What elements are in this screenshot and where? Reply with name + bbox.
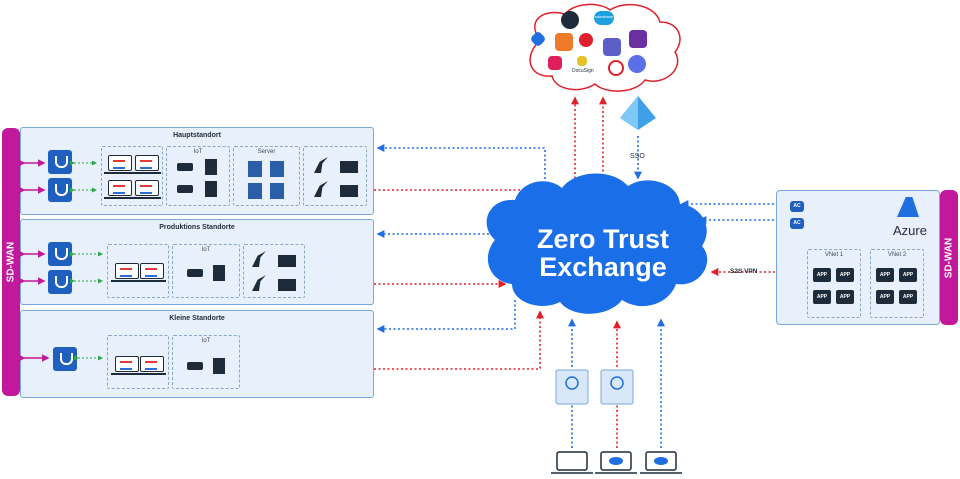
site-title-kleine: Kleine Standorte [169,315,225,322]
vnet1-label: VNet 1 [824,252,844,258]
sso-label: SSO [630,153,645,160]
robotics-group [303,146,367,206]
azure-logo-icon [897,197,919,217]
laptop-icon [111,263,141,282]
bug-icon [629,30,647,48]
laptop-icon [136,263,166,282]
printer-icon [213,265,225,281]
biohazard-icon [608,60,624,76]
iot-group: IoT [172,335,240,389]
server-icon [270,161,284,177]
browser-window-icon [555,369,589,405]
app-icon: APP [876,268,894,282]
blue-link-hq [376,144,546,188]
zero-trust-cloud [486,173,708,314]
salesforce-icon [594,11,614,25]
vnet2-label: VNet 2 [887,252,907,258]
azure-title: Azure [893,223,927,238]
laptop-icon [104,155,134,174]
docusign-icon [577,56,587,66]
server-icon [248,161,262,177]
edge-device-2 [48,178,72,202]
printer-icon [213,358,225,374]
docusign-label: DocuSign [572,68,594,74]
server-label: Server [257,149,276,155]
site-kleine: Kleine Standorte IoT [20,310,374,398]
malware-icon [579,33,593,47]
conveyor-icon [340,185,358,197]
cloud-title-line2: Exchange [539,252,667,282]
blue-link-small [376,300,516,333]
office-icon [555,33,573,51]
github-icon [561,11,579,29]
laptop-icon [104,180,134,199]
conveyor-icon [278,255,296,267]
s2s-vpn-label: S2S VPN [730,268,758,275]
slack-icon [548,56,562,70]
app-icon: APP [813,290,831,304]
robotics-group [243,244,305,298]
sdwan-bar-right: SD-WAN [940,190,958,325]
server-icon [248,183,262,199]
site-hauptstandort: Hauptstandort IoT Server [20,127,374,215]
laptop-icon [136,356,166,375]
camera-icon [177,163,193,171]
printer-icon [205,159,217,175]
app-connector-1: AC [790,201,804,212]
app-icon: APP [836,268,854,282]
users-group [101,146,163,206]
iot-label: IoT [201,247,211,253]
vnet1-group: VNet 1 APP APP APP APP [807,249,861,318]
edge-device-4 [48,270,72,294]
camera-icon [177,185,193,193]
iot-group: IoT [172,244,240,298]
copilot-icon [628,55,646,73]
salesforce-label: salesforce [595,14,614,19]
conveyor-icon [278,279,296,291]
users-group [107,335,169,389]
vnet2-group: VNet 2 APP APP APP APP [870,249,924,318]
laptop-icon [131,180,161,199]
edge-device-3 [48,242,72,266]
azure-box: Azure AC AC VNet 1 APP APP APP APP VNet … [776,190,940,325]
app-icon: APP [899,290,917,304]
edge-device-1 [48,150,72,174]
laptop-icon [111,356,141,375]
app-icon: APP [836,290,854,304]
laptop-icon [131,155,161,174]
teams-icon [603,38,621,56]
printer-icon [205,181,217,197]
iot-group: IoT [166,146,230,206]
site-produktion: Produktions Standorte IoT [20,219,374,305]
sdwan-bar-left: SD-WAN [2,128,20,396]
app-icon: APP [813,268,831,282]
server-group: Server [233,146,300,206]
iot-label: IoT [193,149,203,155]
browser-window-icon [600,369,634,405]
camera-icon [187,362,203,370]
server-icon [270,183,284,199]
site-title-hauptstandort: Hauptstandort [173,132,221,139]
app-icon: APP [876,290,894,304]
red-link-small [374,310,544,370]
site-title-produktion: Produktions Standorte [159,224,235,231]
edge-device-5 [53,347,77,371]
app-icon: APP [899,268,917,282]
conveyor-icon [340,161,358,173]
app-connector-2: AC [790,218,804,229]
iot-label: IoT [201,338,211,344]
camera-icon [187,269,203,277]
users-group [107,244,169,298]
cloud-title-line1: Zero Trust [537,224,669,254]
